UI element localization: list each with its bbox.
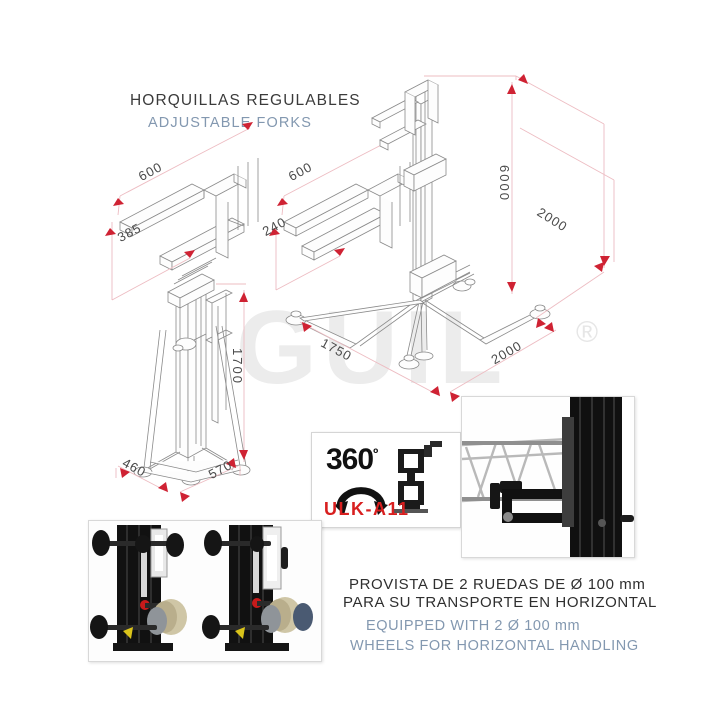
rotation-arrow-icon — [334, 487, 388, 515]
truss-mount-photo — [462, 397, 634, 557]
dimension-lift-height: 1700 — [230, 348, 245, 385]
guil-watermark: GUIL — [236, 290, 509, 406]
degree-symbol: º — [373, 445, 378, 461]
caption-spanish-line-2: PARA SU TRANSPORTE EN HORIZONTAL — [343, 594, 657, 611]
dimension-tower-height: 6000 — [497, 165, 512, 202]
base-wheels-photo-panel — [88, 520, 322, 662]
rotation-360-badge: 360º ULK-A11 — [311, 432, 461, 528]
caption-english-line-1: EQUIPPED WITH 2 Ø 100 mm — [366, 618, 581, 634]
clamp-photo — [394, 441, 442, 513]
registered-trademark-icon: ® — [576, 316, 599, 349]
caption-english-line-2: WHEELS FOR HORIZONTAL HANDLING — [350, 638, 639, 654]
truss-mount-photo-panel — [461, 396, 635, 558]
rotation-angle-label: 360º — [326, 443, 378, 477]
product-code-label: ULK-A11 — [324, 499, 410, 519]
base-wheels-photo — [89, 521, 321, 661]
page-title-spanish: HORQUILLAS REGULABLES — [130, 92, 361, 109]
page-title-english: ADJUSTABLE FORKS — [148, 115, 312, 131]
rotation-angle-value: 360 — [326, 443, 374, 476]
caption-spanish-line-1: PROVISTA DE 2 RUEDAS DE Ø 100 mm — [349, 576, 646, 593]
